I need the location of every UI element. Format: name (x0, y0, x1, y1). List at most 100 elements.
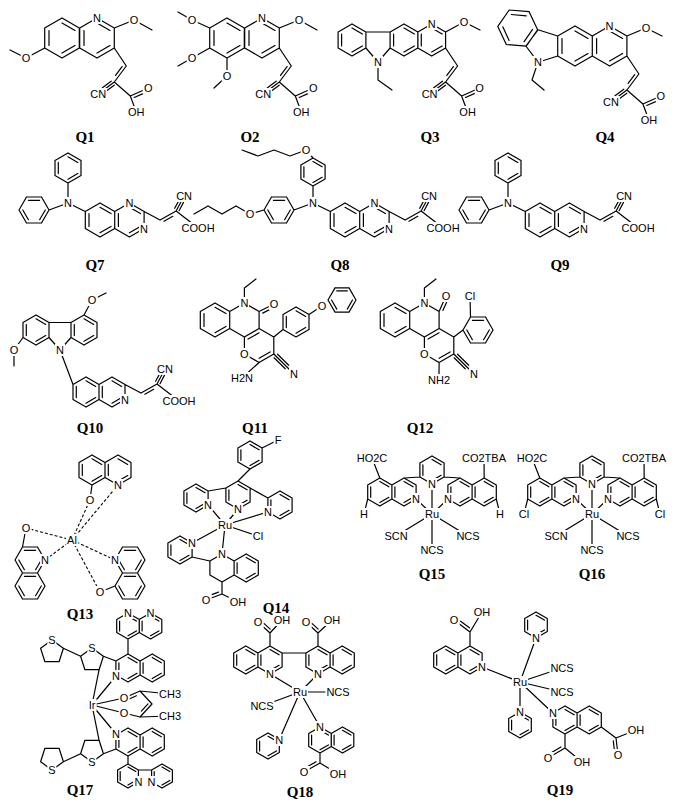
atom-label: N (603, 493, 613, 505)
atom-label: CN (175, 190, 193, 202)
atom-label: CO2TBA (461, 452, 507, 464)
atom-label: O (419, 348, 430, 360)
atom-label: Al (66, 534, 78, 546)
atom-label: Cl (464, 290, 476, 302)
atom-label: O (119, 692, 130, 704)
atom-label: N (605, 20, 615, 32)
compound-label: Q8 (328, 257, 351, 273)
atom-label: SCN (543, 530, 568, 542)
atom-label: CH3 (158, 688, 182, 700)
atom-label: N (289, 368, 299, 380)
atom-label: N (531, 632, 541, 644)
atom-label: O (187, 14, 198, 26)
compound-label: Q4 (593, 129, 616, 145)
atom-label: O (201, 594, 212, 606)
atom-label: Ru (217, 519, 233, 531)
compound-label: Q17 (65, 782, 96, 798)
atom-label: N (63, 197, 73, 209)
atom-label: O (301, 616, 312, 628)
atom-label: N (427, 18, 437, 30)
atom-label: N (477, 661, 487, 673)
atom-label: H (495, 508, 505, 520)
atom-label: N (503, 197, 513, 209)
compound-label: Q16 (577, 566, 608, 582)
atom-label: N (373, 56, 383, 68)
atom-label: O (641, 22, 652, 34)
compound-label: Q3 (418, 129, 441, 145)
atom-label: O (187, 52, 198, 64)
atom-label: S (87, 642, 96, 654)
compound-label: Q10 (75, 420, 106, 436)
atom-label: CN (602, 96, 620, 108)
atom-label: Ir (88, 699, 97, 711)
atom-label: CN (421, 88, 439, 100)
atom-label: O (441, 290, 452, 302)
atom-label: N (203, 499, 213, 511)
atom-label: N (313, 668, 323, 680)
compound-label: O2 (238, 129, 261, 145)
atom-label: COOH (181, 222, 216, 234)
atom-label: O (129, 14, 140, 26)
atom-label: COOH (426, 222, 461, 234)
atom-label: NH2 (427, 374, 451, 386)
compound-label: Q11 (240, 420, 270, 436)
atom-label: N (133, 776, 143, 788)
atom-label: CN (156, 363, 174, 375)
atom-label: CH3 (158, 710, 182, 722)
atom-label: N (257, 12, 267, 24)
atom-label: OH (573, 756, 592, 768)
atom-label: HO2C (516, 452, 549, 464)
atom-label: O (253, 616, 264, 628)
atom-label: N (146, 607, 156, 619)
atom-label: Ru (292, 686, 308, 698)
atom-label: O (317, 300, 328, 312)
atom-label: N (217, 548, 227, 560)
atom-label: COOH (621, 222, 656, 234)
atom-label: OH (127, 106, 146, 118)
atom-label: N (587, 478, 597, 490)
atom-label: N (548, 707, 558, 719)
atom-label: Ru (512, 676, 528, 688)
atom-label: O (656, 90, 667, 102)
atom-label: N (469, 368, 479, 380)
atom-label: S (47, 764, 56, 776)
compound-label: Q13 (65, 606, 96, 622)
atom-label: OH (229, 596, 248, 608)
atom-label: O (474, 82, 485, 94)
atom-label: N (92, 12, 102, 24)
atom-label: NCS (419, 544, 444, 556)
atom-label: O (294, 14, 305, 26)
atom-label: NCS (549, 662, 574, 674)
atom-label: N (187, 537, 197, 549)
atom-label: N (315, 721, 325, 733)
atom-label: O (9, 344, 20, 356)
atom-label: N (111, 670, 121, 682)
atom-label: Ru (584, 508, 600, 520)
atom-label: S (47, 634, 56, 646)
atom-label: NCS (455, 530, 480, 542)
compound-label: Q12 (405, 420, 436, 436)
atom-label: CN (89, 88, 107, 100)
atom-label: O (299, 766, 310, 778)
atom-label: N (139, 223, 149, 235)
atom-label: N (110, 554, 120, 566)
atom-label: N (384, 223, 394, 235)
atom-label: HO2C (356, 452, 389, 464)
atom-label: CN (615, 190, 633, 202)
atom-label: O (95, 586, 106, 598)
atom-label: NCS (579, 544, 604, 556)
atom-label: S (87, 756, 96, 768)
atom-label: O (21, 52, 32, 64)
atom-label: N (239, 297, 249, 309)
atom-label: N (533, 56, 543, 68)
atom-label: Cl (654, 508, 666, 520)
atom-label: F (274, 434, 283, 446)
atom-label: O (143, 82, 154, 94)
coordinate-bonds (26, 485, 118, 592)
atom-label: NCS (615, 530, 640, 542)
atom-label: N (55, 344, 65, 356)
atom-label: N (369, 197, 379, 209)
atom-label: O (85, 494, 96, 506)
atom-label: N (113, 479, 123, 491)
atom-label: N (265, 668, 275, 680)
